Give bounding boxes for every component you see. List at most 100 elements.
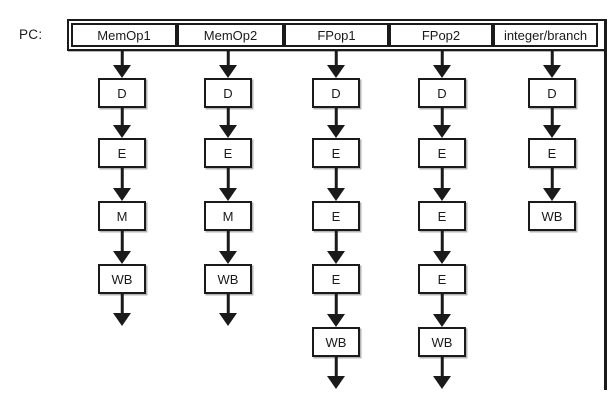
issue-arrow-icon — [219, 51, 237, 78]
stage-arrow-icon — [219, 168, 237, 201]
arrow-shaft — [226, 231, 230, 254]
arrowhead-icon — [219, 313, 237, 326]
arrowhead-icon — [433, 314, 451, 327]
arrowhead-icon — [433, 65, 451, 78]
completion-arrow-icon — [433, 357, 451, 389]
pc-cell-integer-branch: integer/branch — [493, 23, 598, 47]
arrowhead-icon — [219, 188, 237, 201]
stage-box-memop1-3: WB — [98, 264, 146, 294]
arrow-shaft — [440, 357, 444, 379]
arrow-shaft — [120, 168, 124, 191]
stage-box-integer-branch-1: E — [528, 138, 576, 168]
arrowhead-icon — [219, 251, 237, 264]
stage-box-fpop2-2: E — [418, 201, 466, 231]
stage-box-memop1-2: M — [98, 201, 146, 231]
arrow-shaft — [334, 357, 338, 379]
arrowhead-icon — [327, 188, 345, 201]
arrow-shaft — [440, 51, 444, 68]
stage-box-fpop2-0: D — [418, 78, 466, 108]
arrow-shaft — [550, 168, 554, 191]
arrowhead-icon — [113, 251, 131, 264]
stage-arrow-icon — [113, 108, 131, 138]
issue-arrow-icon — [543, 51, 561, 78]
stage-box-fpop1-1: E — [312, 138, 360, 168]
completion-arrow-icon — [113, 294, 131, 326]
arrowhead-icon — [327, 251, 345, 264]
arrow-shaft — [120, 231, 124, 254]
stage-arrow-icon — [433, 168, 451, 201]
stage-arrow-icon — [327, 231, 345, 264]
arrowhead-icon — [327, 65, 345, 78]
arrowhead-icon — [433, 188, 451, 201]
stage-arrow-icon — [219, 108, 237, 138]
arrowhead-icon — [219, 65, 237, 78]
stage-arrow-icon — [433, 231, 451, 264]
stage-box-fpop2-4: WB — [418, 327, 466, 357]
completion-arrow-icon — [327, 357, 345, 389]
stage-box-fpop2-3: E — [418, 264, 466, 294]
arrow-shaft — [226, 168, 230, 191]
pc-label: PC: — [19, 27, 43, 42]
stage-arrow-icon — [327, 108, 345, 138]
arrowhead-icon — [433, 125, 451, 138]
stage-arrow-icon — [327, 294, 345, 327]
stage-arrow-icon — [327, 168, 345, 201]
arrow-shaft — [120, 294, 124, 316]
stage-box-memop2-0: D — [204, 78, 252, 108]
stage-box-memop1-1: E — [98, 138, 146, 168]
arrowhead-icon — [219, 125, 237, 138]
pc-cell-memop1: MemOp1 — [71, 23, 177, 47]
stage-box-memop2-3: WB — [204, 264, 252, 294]
stage-box-fpop1-2: E — [312, 201, 360, 231]
arrowhead-icon — [433, 376, 451, 389]
issue-arrow-icon — [327, 51, 345, 78]
stage-arrow-icon — [113, 231, 131, 264]
stage-arrow-icon — [543, 168, 561, 201]
stage-arrow-icon — [219, 231, 237, 264]
stage-box-fpop1-3: E — [312, 264, 360, 294]
stage-box-memop1-0: D — [98, 78, 146, 108]
arrowhead-icon — [113, 65, 131, 78]
completion-arrow-icon — [219, 294, 237, 326]
arrowhead-icon — [327, 125, 345, 138]
arrowhead-icon — [113, 188, 131, 201]
arrow-shaft — [334, 294, 338, 317]
issue-arrow-icon — [433, 51, 451, 78]
arrow-shaft — [440, 294, 444, 317]
arrowhead-icon — [543, 65, 561, 78]
arrow-shaft — [120, 108, 124, 128]
stage-box-integer-branch-2: WB — [528, 201, 576, 231]
arrow-shaft — [226, 294, 230, 316]
arrow-shaft — [226, 51, 230, 68]
stage-arrow-icon — [433, 294, 451, 327]
stage-arrow-icon — [543, 108, 561, 138]
arrow-shaft — [550, 108, 554, 128]
arrow-shaft — [440, 231, 444, 254]
arrow-shaft — [334, 51, 338, 68]
pc-cell-fpop1: FPop1 — [284, 23, 389, 47]
arrow-shaft — [550, 51, 554, 68]
pc-cell-memop2: MemOp2 — [177, 23, 284, 47]
arrowhead-icon — [543, 188, 561, 201]
arrow-shaft — [120, 51, 124, 68]
stage-box-memop2-1: E — [204, 138, 252, 168]
arrowhead-icon — [113, 313, 131, 326]
stage-arrow-icon — [433, 108, 451, 138]
arrowhead-icon — [543, 125, 561, 138]
pc-cell-fpop2: FPop2 — [389, 23, 493, 47]
arrowhead-icon — [113, 125, 131, 138]
arrow-shaft — [334, 108, 338, 128]
figure-right-border-rule — [604, 19, 607, 390]
arrow-shaft — [226, 108, 230, 128]
stage-arrow-icon — [113, 168, 131, 201]
stage-box-fpop2-1: E — [418, 138, 466, 168]
arrow-shaft — [334, 168, 338, 191]
issue-arrow-icon — [113, 51, 131, 78]
stage-box-fpop1-4: WB — [312, 327, 360, 357]
arrowhead-icon — [327, 376, 345, 389]
arrow-shaft — [440, 108, 444, 128]
stage-box-integer-branch-0: D — [528, 78, 576, 108]
stage-box-fpop1-0: D — [312, 78, 360, 108]
